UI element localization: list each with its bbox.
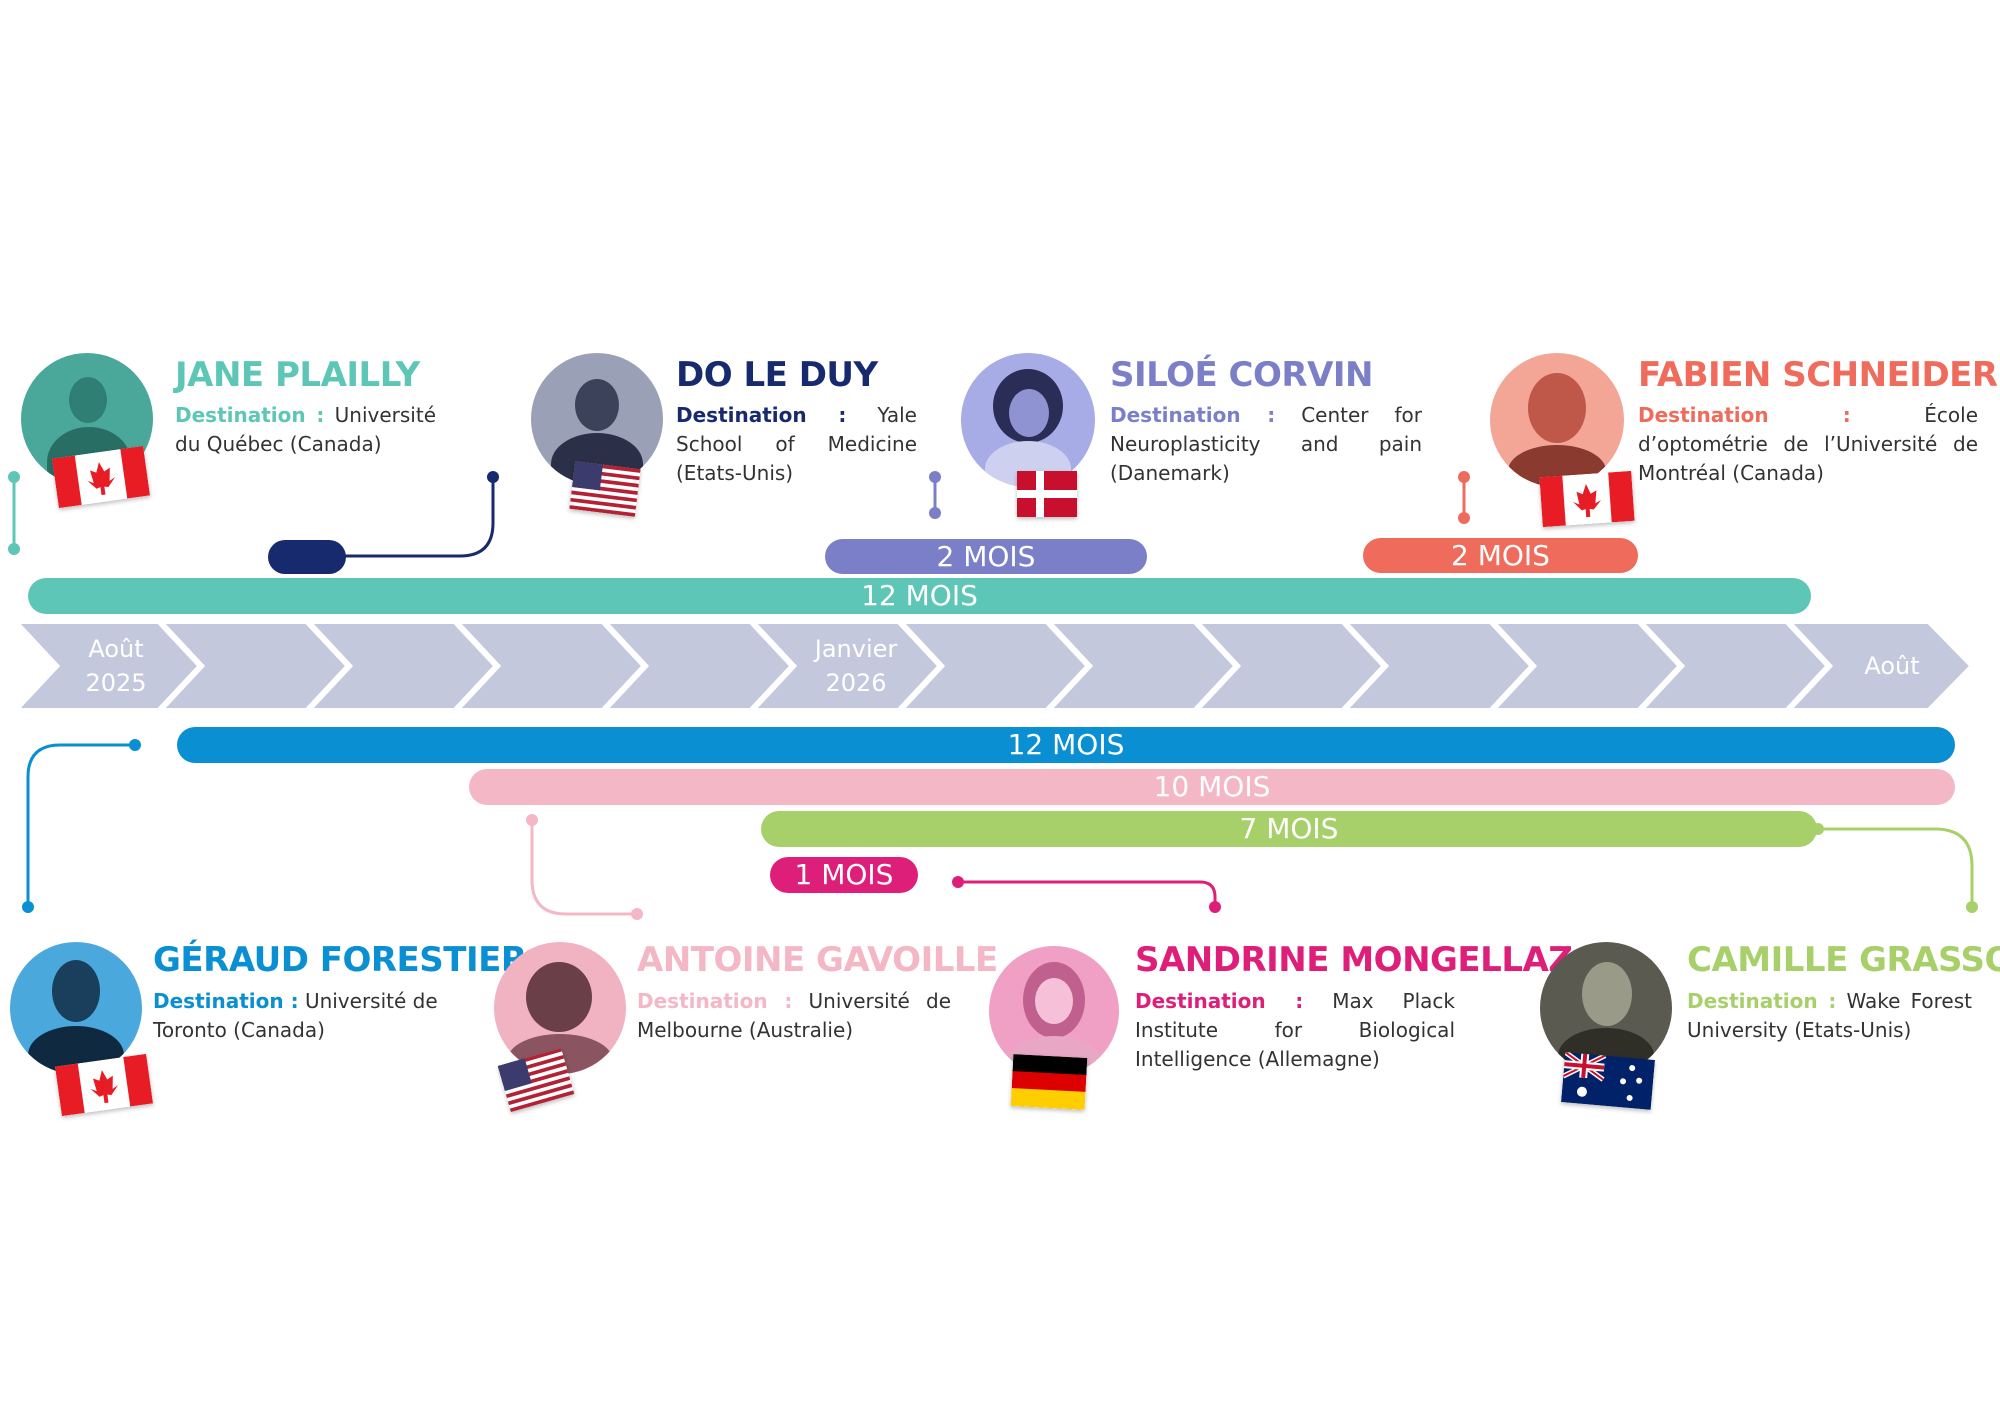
germany-flag [1010,1054,1088,1110]
bar-siloe-corvin-label: 2 MOIS [936,540,1036,573]
bar-geraud-forestier: 12 MOIS [177,727,1955,763]
destination-text: Max Plack Institute for Biological Intel… [1135,989,1456,1071]
destination-text: Université du Québec (Canada) [175,403,437,456]
avatar-do-le-duy [531,353,663,485]
destination-fabien-schneider: Destination : École d’optométrie de l’Un… [1638,401,1978,488]
bar-camille-grasso: 7 MOIS [761,811,1817,847]
canada-flag [54,1053,154,1117]
name-fabien-schneider: FABIEN SCHNEIDER [1638,355,1998,395]
destination-label: Destination : [1110,403,1276,427]
destination-label: Destination : [676,403,847,427]
destination-text: Center for Neuroplasticity and pain (Dan… [1110,403,1423,485]
avatar-siloe-corvin [961,353,1095,487]
bar-geraud-forestier-label: 12 MOIS [1007,728,1125,761]
avatar-geraud-forestier [10,942,142,1074]
destination-label: Destination : [1687,989,1837,1013]
avatar-camille-grasso [1540,942,1672,1074]
destination-text: Université de Toronto (Canada) [153,989,438,1042]
destination-siloe-corvin: Destination : Center for Neuroplasticity… [1110,401,1422,488]
destination-jane-plailly: Destination : Université du Québec (Cana… [175,401,436,459]
name-jane-plailly: JANE PLAILLY [175,355,420,395]
destination-label: Destination : [175,403,325,427]
destination-text: École d’optométrie de l’Université de Mo… [1638,403,1979,485]
bar-do-le-duy [268,540,346,574]
destination-antoine-gavoille: Destination : Université de Melbourne (A… [637,987,951,1045]
destination-text: Yale School of Medicine (Etats-Unis) [676,403,917,485]
name-sandrine-mongellaz: SANDRINE MONGELLAZ [1135,940,1573,980]
name-antoine-gavoille: ANTOINE GAVOILLE [637,940,998,980]
destination-text: Université de Melbourne (Australie) [637,989,951,1042]
destination-label: Destination : [637,989,793,1013]
name-do-le-duy: DO LE DUY [676,355,878,395]
bar-fabien-schneider-label: 2 MOIS [1451,539,1550,572]
name-siloe-corvin: SILOÉ CORVIN [1110,355,1374,395]
destination-do-le-duy: Destination : Yale School of Medicine (E… [676,401,917,488]
destination-label: Destination : [1638,403,1851,427]
destination-sandrine-mongellaz: Destination : Max Plack Institute for Bi… [1135,987,1455,1074]
name-camille-grasso: CAMILLE GRASSO [1687,940,2000,980]
timeline-label-aout: Août [1864,652,1920,680]
usa-flag [569,461,641,517]
canada-flag [51,445,151,509]
australia-flag [1560,1052,1656,1110]
destination-text: Wake Forest University (Etats-Unis) [1687,989,1972,1042]
bar-antoine-gavoille: 10 MOIS [469,769,1955,805]
timeline-label-aout-2025: Août 2025 [85,635,147,697]
bar-jane-plailly-label: 12 MOIS [861,579,978,612]
bar-fabien-schneider: 2 MOIS [1363,538,1638,573]
name-geraud-forestier: GÉRAUD FORESTIER [153,940,527,980]
destination-geraud-forestier: Destination : Université de Toronto (Can… [153,987,438,1045]
usa-flag [497,1047,575,1113]
avatar-fabien-schneider [1490,353,1624,487]
bar-jane-plailly: 12 MOIS [28,578,1811,614]
bar-siloe-corvin: 2 MOIS [825,539,1147,574]
destination-camille-grasso: Destination : Wake Forest University (Et… [1687,987,1972,1045]
bar-sandrine-mongellaz-label: 1 MOIS [794,858,894,891]
canada-flag [1539,470,1635,528]
timeline-label-janvier-2026: Janvier 2026 [814,635,898,697]
bar-camille-grasso-label: 7 MOIS [1239,812,1339,845]
bar-sandrine-mongellaz: 1 MOIS [770,857,918,893]
destination-label: Destination : [153,989,299,1013]
destination-label: Destination : [1135,989,1304,1013]
denmark-flag [1017,471,1077,517]
bar-antoine-gavoille-label: 10 MOIS [1153,770,1271,803]
